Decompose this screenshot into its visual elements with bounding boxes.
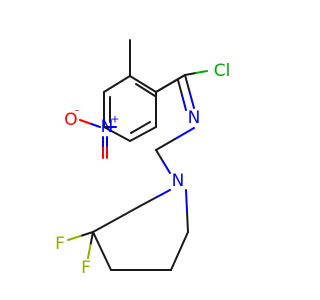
- n-c-ring-bond: [174, 127, 195, 140]
- nitro-nitrogen-charge: +: [110, 113, 119, 126]
- molecule-drawing: Cl N N + O - N F F: [55, 39, 230, 278]
- pyrrolidine-bond: [186, 210, 189, 233]
- ring-bond: [155, 74, 186, 93]
- nitro-nitrogen-label: N: [101, 117, 114, 137]
- pyrrolidine-bond: [92, 231, 112, 271]
- c-cl-bond: [195, 70, 208, 74]
- fluorine-atom-label-1: F: [55, 234, 65, 254]
- structure-canvas: Cl N N + O - N F F: [55, 39, 230, 278]
- c-n-double-bond: [181, 94, 187, 111]
- chlorine-atom-label: Cl: [214, 61, 231, 81]
- n-o-bond: [89, 122, 101, 128]
- nitro-oxygen-label: O: [64, 110, 77, 130]
- c-f-bond: [89, 231, 94, 246]
- c-n-ring-bond: [184, 74, 191, 93]
- pyrrolidine-bond: [92, 204, 143, 233]
- c-n-pyrrolidine-bond: [162, 160, 171, 174]
- pyrrolidine-bond: [185, 189, 188, 212]
- ring-double-bond: [130, 121, 151, 134]
- pyrrolidine-bond: [155, 189, 171, 199]
- c-f-bond: [87, 244, 92, 259]
- n-o-bond: [79, 119, 91, 125]
- pyrrolidine-nitrogen-label: N: [172, 171, 185, 191]
- bond-lines: [67, 39, 208, 271]
- c-n-double-bond: [177, 79, 183, 96]
- pyrrolidine-bond: [141, 196, 157, 206]
- ring-bond: [129, 75, 157, 93]
- c-f-bond: [67, 235, 82, 241]
- c-cl-bond: [184, 72, 197, 76]
- nitro-oxygen-charge: -: [75, 104, 79, 117]
- c-n-ring-bond: [188, 90, 195, 109]
- c-f-bond: [79, 231, 94, 237]
- pyrrolidine-bond: [170, 231, 189, 271]
- n-c-ring-bond: [155, 138, 176, 151]
- pyridine-nitrogen-label: N: [188, 108, 201, 128]
- atom-labels: Cl N N + O - N F F: [55, 61, 230, 278]
- c-n-pyrrolidine-bond: [155, 149, 164, 163]
- ring-bond: [129, 126, 157, 142]
- fluorine-atom-label-2: F: [81, 258, 91, 278]
- ring-bond: [103, 126, 131, 142]
- ring-bond: [103, 75, 131, 93]
- ring-double-bond: [135, 83, 156, 97]
